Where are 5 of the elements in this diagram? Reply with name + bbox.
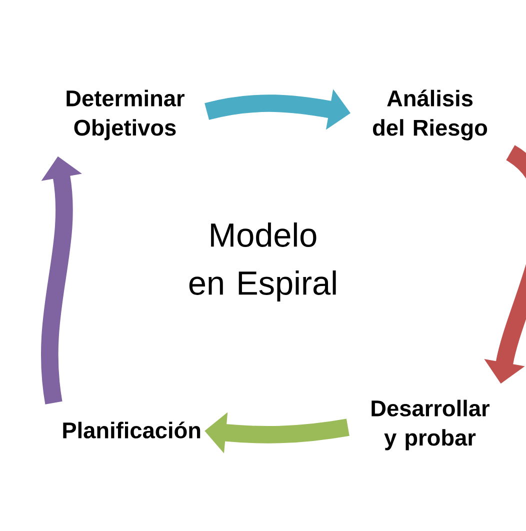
step-label: Análisis del Riesgo — [372, 90, 488, 140]
center-label: Modelo en Espiral — [189, 222, 336, 302]
step-label: Determinar Objetivos — [66, 90, 184, 140]
step-label: Planificación — [63, 422, 200, 438]
step-label: Desarrollar y probar — [372, 400, 490, 450]
